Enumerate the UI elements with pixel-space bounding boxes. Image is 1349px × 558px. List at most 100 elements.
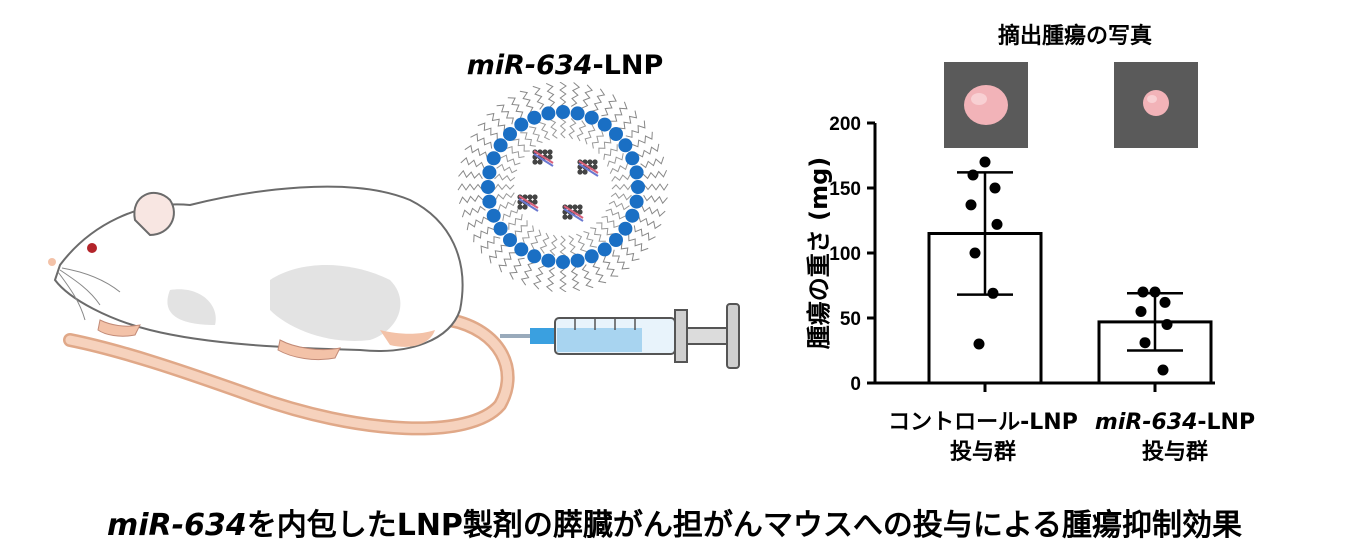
cargo-lipid xyxy=(572,204,578,210)
mouse-eye xyxy=(87,243,97,253)
lipid-tail xyxy=(642,169,668,180)
data-point xyxy=(989,182,1001,194)
lipid-tail xyxy=(532,85,545,110)
lipid-tail xyxy=(584,124,596,145)
lipid-tail xyxy=(581,264,594,289)
lipid-tail xyxy=(533,265,545,290)
syringe-plunger xyxy=(686,327,728,345)
lipid-tail xyxy=(611,183,633,191)
lipid-tail xyxy=(610,101,628,122)
lipid-tail xyxy=(520,132,536,147)
lipid-tail xyxy=(640,156,665,169)
lipid-tail xyxy=(603,144,618,160)
lipid-tail xyxy=(509,257,525,280)
lipid-head xyxy=(584,110,599,125)
cargo-lipid xyxy=(537,159,543,165)
lipid-tail xyxy=(494,173,516,182)
lipid-tail xyxy=(493,183,515,191)
cargo-lipid xyxy=(592,164,598,170)
data-point xyxy=(973,338,985,350)
lipid-tail xyxy=(458,194,484,205)
lipid-tail xyxy=(568,235,577,256)
mirna-strand xyxy=(533,153,554,167)
lipid-tail xyxy=(609,162,629,174)
lipid-tail xyxy=(457,183,483,191)
lipid-tail xyxy=(496,163,518,174)
data-point xyxy=(1135,306,1147,317)
lipid-tail xyxy=(549,118,558,139)
lipid-tail xyxy=(545,267,556,292)
lipid-head xyxy=(527,110,542,125)
lipid-head xyxy=(609,233,623,247)
lipid-tail xyxy=(497,200,517,212)
lipid-tail xyxy=(458,169,483,180)
mouse-front-paw xyxy=(97,319,141,337)
cargo-lipid xyxy=(532,199,538,205)
lipid-tail xyxy=(608,200,630,211)
x-label-mir634: miR-634-LNP 投与群 xyxy=(1094,410,1256,465)
y-tick-label: 200 xyxy=(829,114,861,135)
cargo-lipid xyxy=(517,204,523,210)
lipid-tail xyxy=(590,227,606,242)
photos-title: 摘出腫瘍の写真 xyxy=(997,24,1152,49)
cargo-lipid xyxy=(542,149,548,155)
lipid-tail xyxy=(514,220,528,238)
y-tick-label: 150 xyxy=(829,179,861,200)
lnp-title: miR-634-LNP xyxy=(466,50,664,81)
lipid-tail xyxy=(559,235,567,257)
lipid-head xyxy=(570,253,585,268)
mirna-strand xyxy=(578,163,599,177)
lipid-tail xyxy=(601,215,621,228)
cargo-lipid xyxy=(527,194,533,200)
lipid-tail xyxy=(530,229,542,250)
lipid-tail xyxy=(473,226,495,243)
lipid-tail xyxy=(596,222,614,236)
lipid-tail xyxy=(610,192,632,201)
mirna-strand xyxy=(533,150,554,164)
lipid-tail xyxy=(466,216,490,231)
lipid-tail xyxy=(470,133,493,149)
lipid-tail xyxy=(477,122,498,140)
lipid-tail xyxy=(620,242,640,262)
lipid-head xyxy=(570,106,585,121)
lipid-tail xyxy=(559,267,567,292)
lipid-tail xyxy=(529,126,543,143)
lipid-tail xyxy=(570,266,581,292)
y-tick-label: 0 xyxy=(850,374,861,395)
lipid-tail xyxy=(570,82,581,107)
lipid-head xyxy=(482,194,497,209)
lipid-tail xyxy=(461,205,486,218)
data-point xyxy=(1157,364,1169,376)
lipid-tail xyxy=(631,131,653,148)
lipid-tail xyxy=(633,225,656,241)
lipid-tail xyxy=(502,207,519,221)
lipid-head xyxy=(556,105,570,119)
lipid-head xyxy=(597,117,612,132)
lipid-head xyxy=(541,106,556,121)
lipid-tail xyxy=(480,236,501,254)
lipid-tail xyxy=(520,262,535,286)
lipid-tail xyxy=(568,118,577,140)
lipid-head xyxy=(514,242,529,257)
lipid-head xyxy=(486,208,501,223)
data-point xyxy=(1139,337,1151,349)
data-point xyxy=(979,156,991,168)
lipid-tail xyxy=(605,208,626,220)
lipid-tail xyxy=(641,205,666,217)
lipid-head xyxy=(493,221,508,236)
lipid-tail xyxy=(583,231,597,248)
lipid-head xyxy=(609,127,623,141)
lipid-tail xyxy=(601,94,617,117)
lipid-tail xyxy=(508,214,523,230)
lipid-tail xyxy=(638,215,662,230)
lipid-tail xyxy=(618,110,638,130)
mirna-strand xyxy=(563,205,584,219)
lipid-tail xyxy=(559,82,567,107)
lipid-tail xyxy=(598,136,612,154)
lipid-tail xyxy=(507,97,524,119)
lipid-tail xyxy=(464,144,488,159)
x-label-control: コントロール-LNP 投与群 xyxy=(888,410,1078,465)
data-point xyxy=(969,247,981,259)
lipid-head xyxy=(625,151,640,166)
lipid-tail xyxy=(611,173,632,182)
